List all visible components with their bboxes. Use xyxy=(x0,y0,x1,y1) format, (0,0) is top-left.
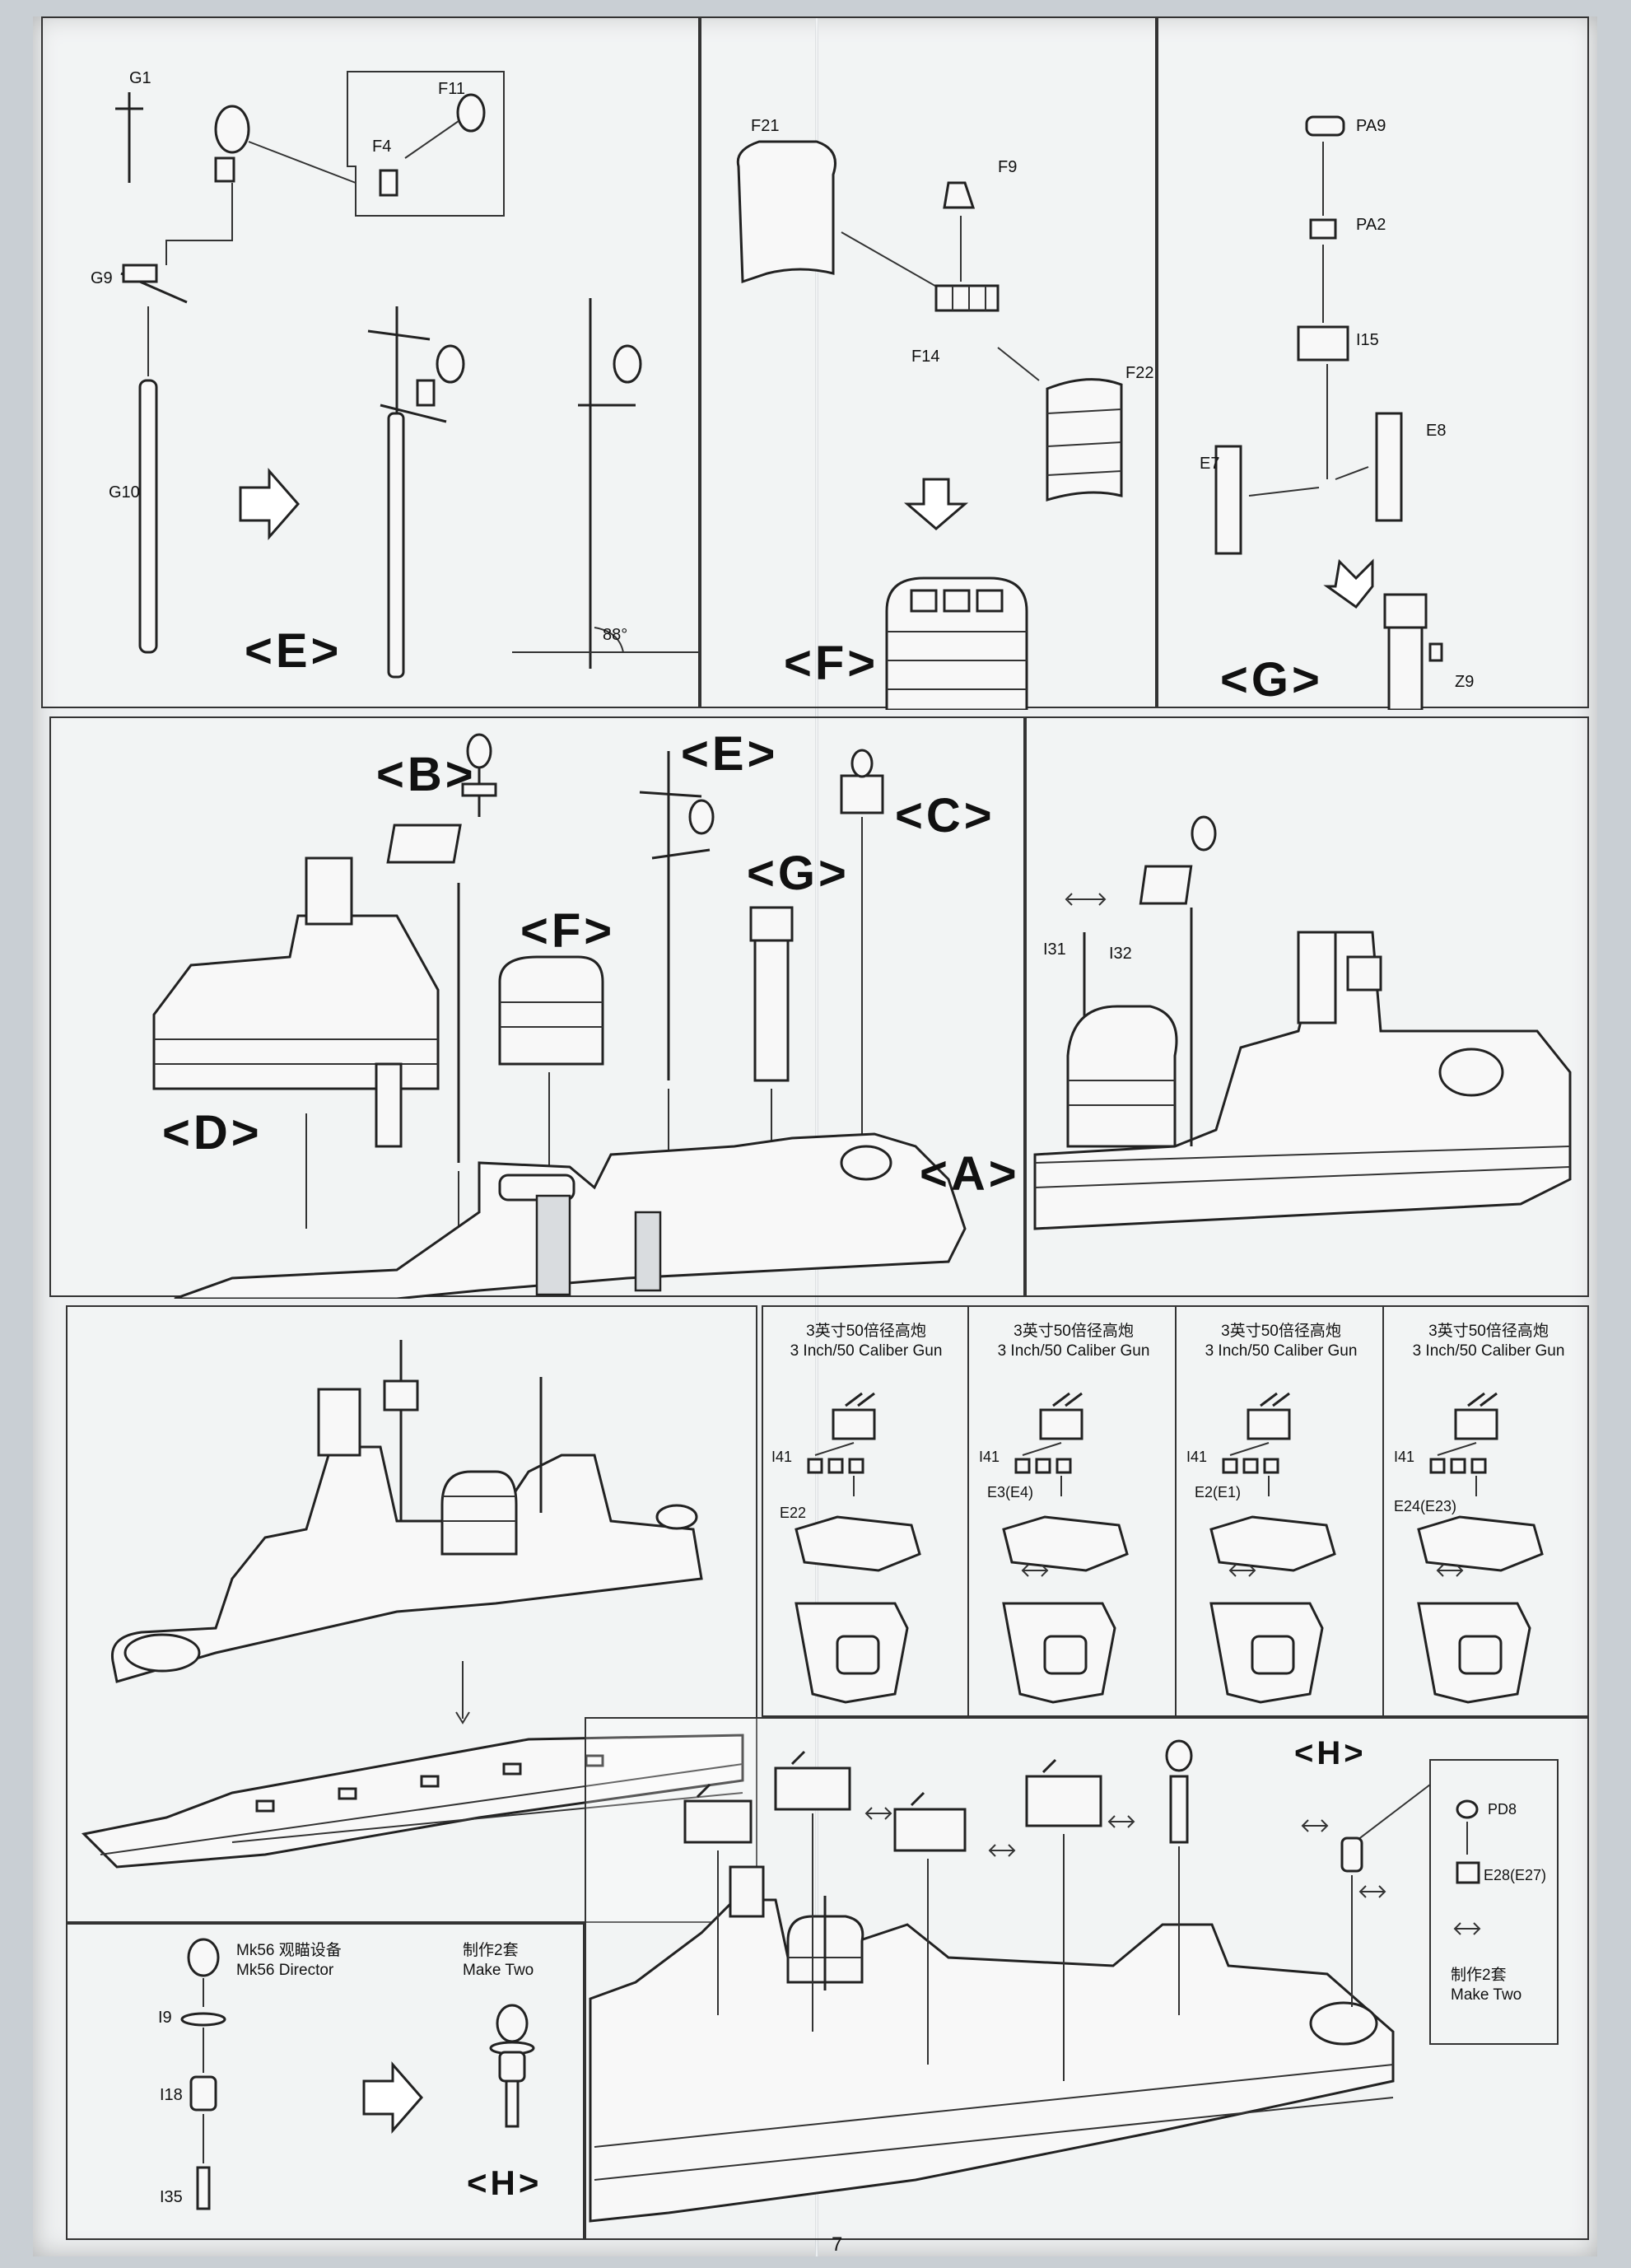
part-label-f22: F22 xyxy=(1125,364,1154,382)
angle-label: 88° xyxy=(603,626,628,644)
assembly-label-g: <G> xyxy=(1220,653,1323,707)
superstructure-diagram xyxy=(152,733,967,1299)
mast-e-diagram xyxy=(115,71,701,679)
gun-1-title-cn: 3英寸50倍径高炮 xyxy=(806,1323,926,1340)
guns-diagram xyxy=(795,1392,1544,1704)
director-diagram xyxy=(180,1938,535,2210)
part-label-f21: F21 xyxy=(751,117,780,135)
panel-e-subassembly: G1 F11 F4 G9 G10 88° <E> xyxy=(41,16,701,708)
gun-2-part-a: I41 xyxy=(979,1449,1000,1465)
gun-divider-1 xyxy=(967,1307,969,1715)
gun-3-title-en: 3 Inch/50 Caliber Gun xyxy=(1205,1342,1358,1360)
part-label-g10: G10 xyxy=(109,483,140,502)
part-label-z9: Z9 xyxy=(1455,673,1475,691)
part-label-pa2: PA2 xyxy=(1356,216,1386,234)
assembly-label-e: <E> xyxy=(245,624,343,678)
final-assembly-diagram xyxy=(589,1739,1559,2223)
mast-detail-diagram xyxy=(1033,815,1572,1230)
part-label-e8: E8 xyxy=(1426,422,1447,440)
part-label-pa9: PA9 xyxy=(1356,117,1386,135)
assembly-label-g-main: <G> xyxy=(747,847,850,900)
director-make-en: Make Two xyxy=(463,1962,534,1979)
assembly-label-e-main: <E> xyxy=(681,727,779,781)
gun-2-part-b: E3(E4) xyxy=(987,1484,1034,1500)
gun-3-part-b: E2(E1) xyxy=(1195,1484,1242,1500)
panel-guns: 3英寸50倍径高炮 3 Inch/50 Caliber Gun I41 E22 … xyxy=(762,1305,1589,1717)
part-label-g9: G9 xyxy=(91,269,113,287)
gun-1-part-a: I41 xyxy=(771,1449,793,1465)
gun-3-part-a: I41 xyxy=(1186,1449,1208,1465)
part-label-pd8: PD8 xyxy=(1488,1801,1517,1818)
director-title-en: Mk56 Director xyxy=(236,1962,334,1979)
panel-hull-assembly xyxy=(66,1305,757,1923)
gun-divider-3 xyxy=(1382,1307,1384,1715)
gun-1-title-en: 3 Inch/50 Caliber Gun xyxy=(790,1342,943,1360)
panel-mk56-director: Mk56 观瞄设备 Mk56 Director 制作2套 Make Two I9… xyxy=(66,1923,585,2240)
gun-4-title-cn: 3英寸50倍径高炮 xyxy=(1428,1323,1549,1340)
part-label-i9: I9 xyxy=(158,2009,172,2027)
gun-1-part-b: E22 xyxy=(780,1505,807,1521)
panel-main-assembly: <B> <E> <C> <G> <F> <D> <A> xyxy=(49,716,1025,1299)
panel-g-subassembly: PA9 PA2 I15 E8 E7 Z9 <G> xyxy=(1157,16,1589,710)
director-make-cn: 制作2套 xyxy=(463,1942,519,1959)
assembly-label-c: <C> xyxy=(895,789,995,842)
gun-2-title-en: 3 Inch/50 Caliber Gun xyxy=(997,1342,1150,1360)
gun-4-title-en: 3 Inch/50 Caliber Gun xyxy=(1412,1342,1565,1360)
gun-4-part-a: I41 xyxy=(1394,1449,1415,1465)
page-number: 7 xyxy=(832,2233,843,2256)
assembly-label-f: <F> xyxy=(784,637,879,690)
part-label-f4: F4 xyxy=(372,138,392,156)
final-make-en: Make Two xyxy=(1451,1986,1522,2004)
final-make-cn: 制作2套 xyxy=(1451,1967,1507,1984)
gun-2-title-cn: 3英寸50倍径高炮 xyxy=(1014,1323,1134,1340)
assembly-label-f-main: <F> xyxy=(520,904,616,958)
part-label-i31: I31 xyxy=(1043,940,1066,959)
part-label-g1: G1 xyxy=(129,69,151,87)
assembly-label-a: <A> xyxy=(920,1147,1020,1201)
part-label-i18: I18 xyxy=(160,2086,183,2104)
gun-3-title-cn: 3英寸50倍径高炮 xyxy=(1221,1323,1341,1340)
panel-f-subassembly: F21 F9 F14 F22 <F> xyxy=(700,16,1157,710)
gun-4-part-b: E24(E23) xyxy=(1394,1498,1457,1514)
part-label-f11: F11 xyxy=(438,80,465,98)
hull-assembly-diagram xyxy=(81,1340,744,1869)
part-label-f14: F14 xyxy=(911,348,940,366)
panel-mast-detail: I31 I32 xyxy=(1025,716,1589,1297)
assembly-label-h-final: <H> xyxy=(1294,1735,1367,1771)
part-label-e7: E7 xyxy=(1200,455,1220,473)
gun-divider-2 xyxy=(1175,1307,1177,1715)
part-label-f9: F9 xyxy=(998,158,1018,176)
director-title-cn: Mk56 观瞄设备 xyxy=(236,1942,342,1959)
assembly-label-h-director: <H> xyxy=(467,2163,543,2202)
part-label-i35: I35 xyxy=(160,2188,183,2206)
funnel-f-diagram xyxy=(736,140,1123,710)
assembly-label-b: <B> xyxy=(376,748,477,801)
part-label-i32: I32 xyxy=(1109,945,1132,963)
assembly-label-d: <D> xyxy=(162,1106,263,1160)
part-label-e28: E28(E27) xyxy=(1484,1867,1547,1883)
panel-final-assembly: <H> PD8 E28(E27) 制作2套 Make Two xyxy=(585,1717,1589,2240)
director-g-diagram xyxy=(1214,115,1443,710)
part-label-i15: I15 xyxy=(1356,331,1379,349)
